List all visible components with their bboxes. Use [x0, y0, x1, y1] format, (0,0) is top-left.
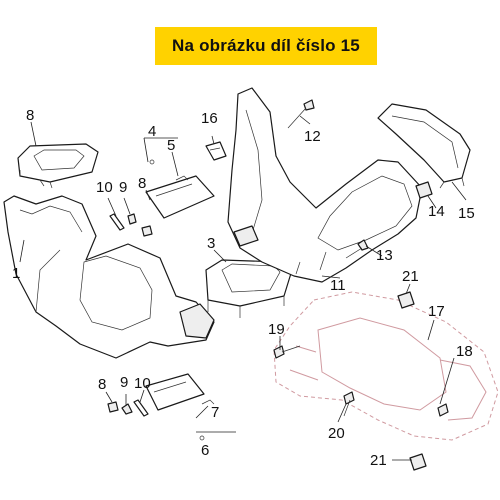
callout-12: 12	[304, 128, 321, 145]
part-16-clip	[205, 141, 227, 161]
banner-text: Na obrázku díl číslo 15	[172, 36, 360, 55]
callout-8-lower: 8	[98, 376, 106, 393]
callout-10-upper: 10	[96, 179, 113, 196]
callout-9-upper: 9	[119, 179, 127, 196]
callout-19: 19	[268, 321, 285, 338]
leader-lines	[19, 115, 467, 461]
callout-7: 7	[211, 404, 219, 421]
part-6-plate	[145, 373, 215, 441]
callout-3: 3	[207, 235, 215, 252]
callout-9-lower: 9	[120, 374, 128, 391]
callout-8-upper: 8	[138, 175, 146, 192]
callout-16: 16	[201, 110, 218, 127]
part-21-clips	[397, 291, 427, 471]
callout-11: 11	[330, 277, 346, 294]
callout-4: 4	[148, 123, 156, 140]
callout-1: 1	[12, 265, 20, 282]
part-number-banner: Na obrázku díl číslo 15	[155, 27, 377, 65]
callout-21-lower: 21	[370, 452, 387, 469]
callout-5: 5	[167, 137, 175, 154]
callout-18: 18	[456, 343, 473, 360]
callout-15: 15	[458, 205, 475, 222]
part-3-glove-box	[205, 259, 293, 318]
part-14-bracket	[415, 181, 433, 199]
callout-6: 6	[201, 442, 209, 459]
screws	[273, 99, 449, 417]
upper-fasteners	[109, 213, 153, 237]
part-5-plate	[145, 159, 215, 219]
callout-10-lower: 10	[134, 375, 151, 392]
part-15-side-cover	[377, 103, 471, 189]
part-11-rear-cover	[227, 87, 423, 283]
part-1-handlebar-cover	[3, 195, 215, 359]
lower-fasteners	[107, 399, 149, 417]
callout-21-upper: 21	[402, 268, 419, 285]
callout-2: 8	[26, 107, 34, 124]
callout-17: 17	[428, 303, 445, 320]
part-2-cover	[17, 143, 99, 189]
callout-14: 14	[428, 203, 445, 220]
callout-13: 13	[376, 247, 393, 264]
callout-numbers: 8 1 3 4 5 6 7 8 8 9 9 10 10 11 12 13 14 …	[12, 107, 475, 469]
part-17-rear-body	[273, 291, 499, 441]
callout-20: 20	[328, 425, 345, 442]
